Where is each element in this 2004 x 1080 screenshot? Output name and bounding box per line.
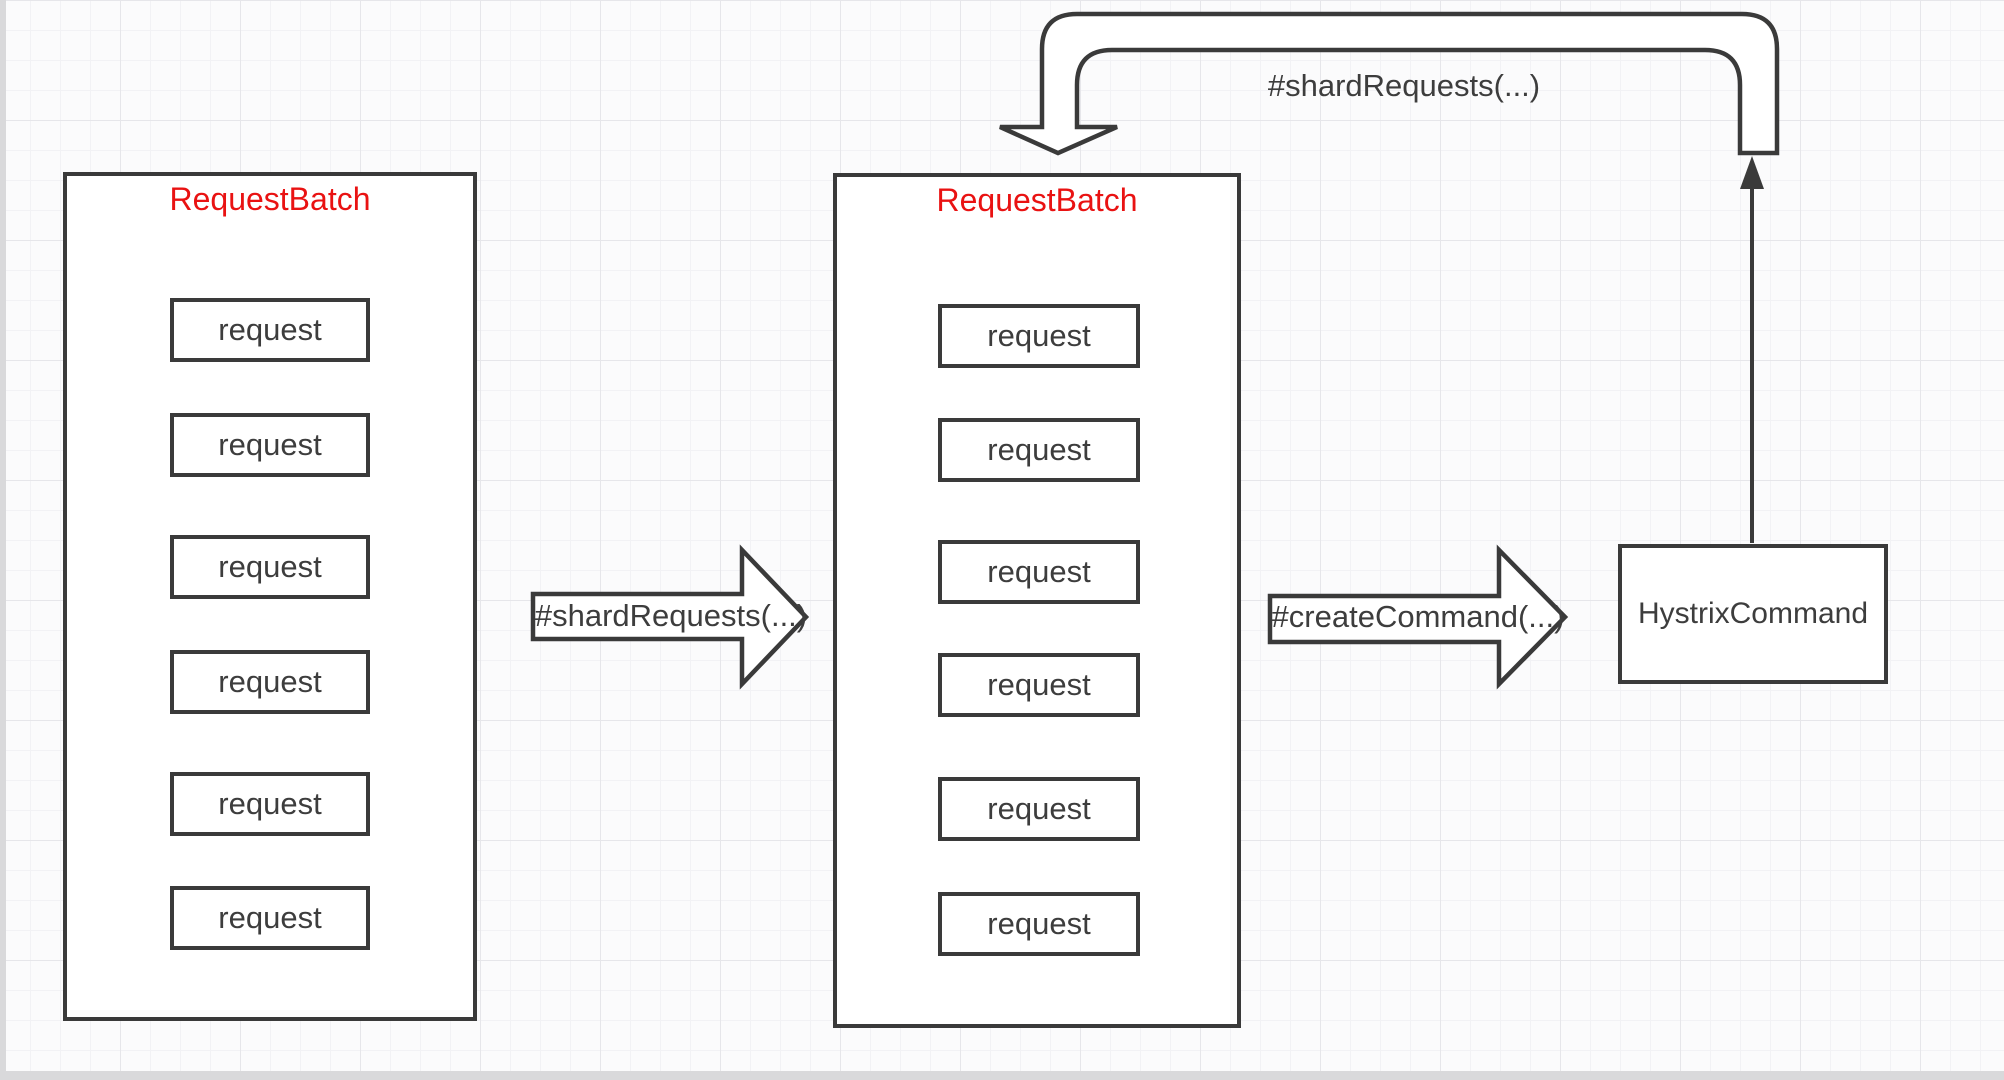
request-item: request	[170, 772, 370, 836]
create-command-label: #createCommand(...)	[1271, 599, 1565, 634]
shard-requests-block-arrow	[530, 544, 810, 690]
request-item: request	[170, 413, 370, 477]
request-item: request	[938, 653, 1140, 717]
request-batch-box-middle: RequestBatch request request request req…	[833, 173, 1241, 1028]
hystrix-return-arrowhead-icon	[1740, 156, 1764, 189]
canvas-edge-bottom	[0, 1071, 2004, 1080]
request-item: request	[938, 540, 1140, 604]
request-item: request	[938, 777, 1140, 841]
request-item: request	[170, 298, 370, 362]
shard-requests-top-label: #shardRequests(...)	[1267, 68, 1541, 103]
request-batch-box-left: RequestBatch request request request req…	[63, 172, 477, 1021]
create-command-block-arrow	[1267, 544, 1569, 690]
request-item: request	[170, 535, 370, 599]
request-item: request	[938, 304, 1140, 368]
canvas-edge-left	[0, 0, 6, 1080]
request-item: request	[170, 886, 370, 950]
request-batch-title: RequestBatch	[169, 181, 371, 217]
request-batch-title: RequestBatch	[936, 182, 1138, 218]
shard-requests-mid-label: #shardRequests(...)	[534, 598, 808, 633]
request-item: request	[938, 892, 1140, 956]
shard-requests-loop-arrow	[999, 11, 1780, 156]
hystrix-command-box: HystrixCommand	[1618, 544, 1888, 684]
request-item: request	[170, 650, 370, 714]
request-item: request	[938, 418, 1140, 482]
